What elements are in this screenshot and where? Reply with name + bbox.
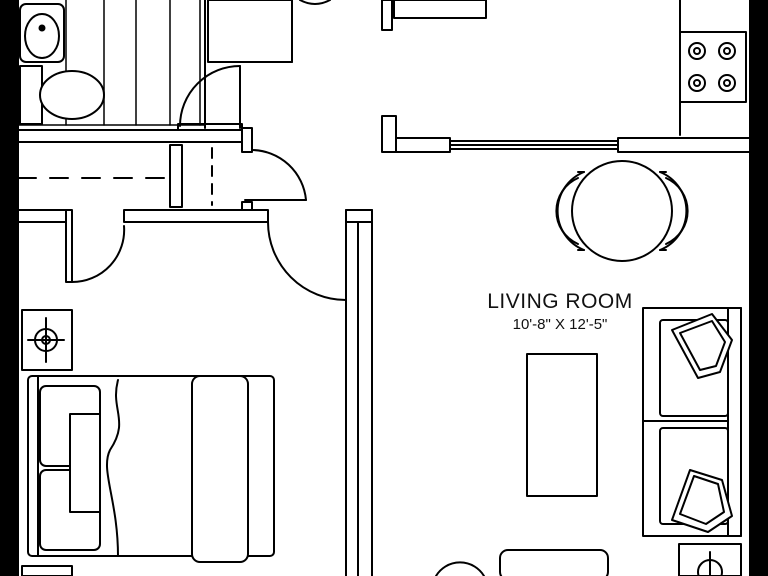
bed: [21, 309, 275, 576]
sofa: [642, 307, 742, 537]
side-table: [678, 543, 742, 576]
room-name-living-room: LIVING ROOM: [487, 290, 633, 313]
kitchen-pass-through: [381, 115, 751, 153]
hall-closet: [17, 127, 307, 211]
throw-pillow-bottom: [671, 469, 733, 533]
toilet: [19, 65, 105, 125]
room-dimensions-living-room: 10'-8" X 12'-5": [512, 316, 608, 333]
kitchen: [679, 0, 747, 136]
armchair: [435, 549, 609, 576]
throw-pillow-top: [671, 313, 733, 379]
bathroom-sink: [19, 3, 65, 63]
bathroom: [17, 0, 293, 131]
coffee-table: [526, 353, 598, 497]
appliance-top: [299, 0, 487, 31]
bedroom-walls: [17, 209, 373, 576]
dining-set: [555, 160, 689, 262]
